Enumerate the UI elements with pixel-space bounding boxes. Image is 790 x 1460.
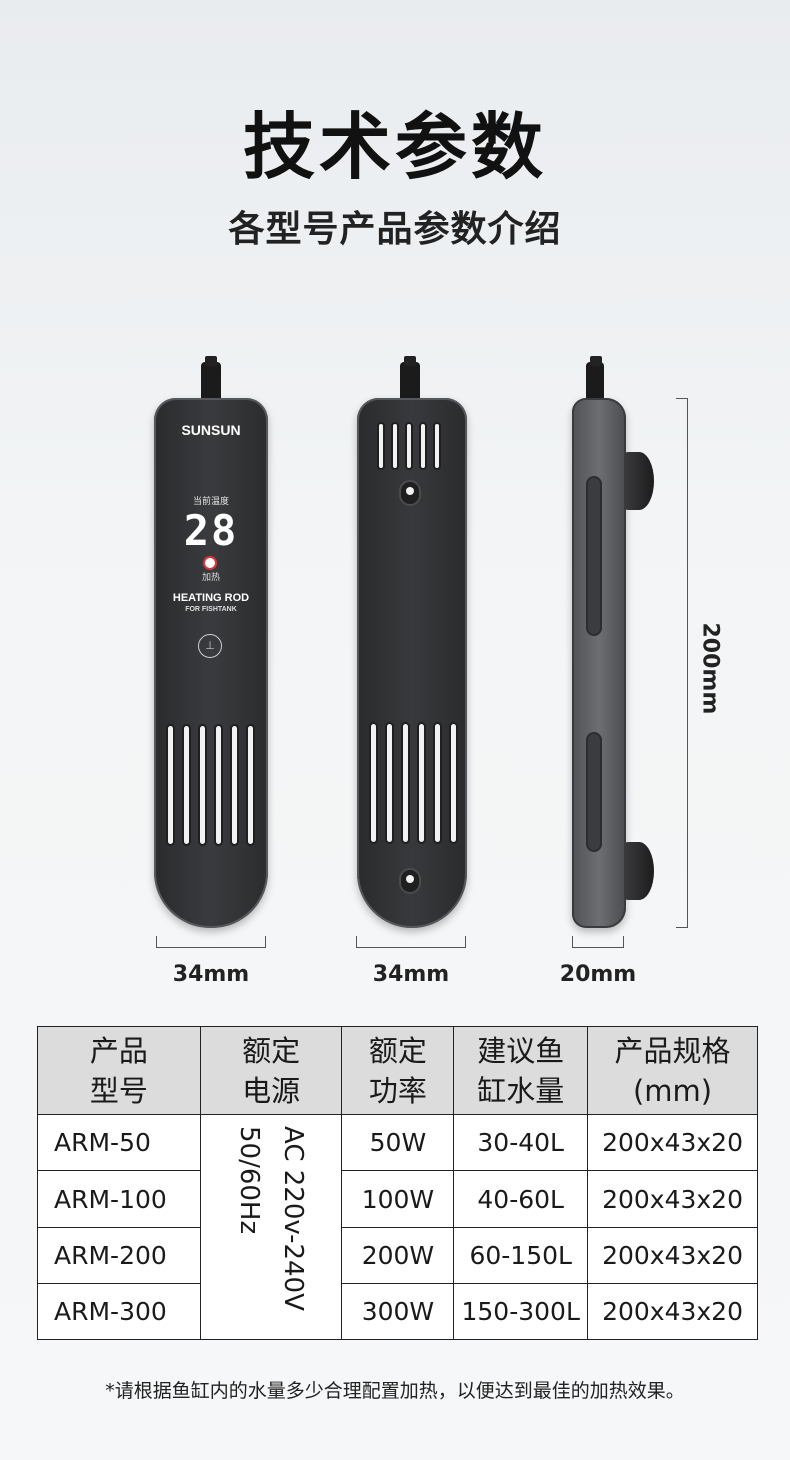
heater-front-view: SUNSUN 当前温度 28 加热 HEATING ROD FOR FISHTA…: [154, 398, 268, 928]
cell-size: 200x43x20: [587, 1170, 758, 1228]
vent-slot: [391, 422, 399, 470]
suction-cup-icon: [624, 452, 654, 510]
thermometer-icon: ⊥: [198, 634, 222, 658]
vent-slot: [433, 722, 442, 844]
temp-display: 28: [183, 506, 239, 555]
vent-slot: [417, 722, 426, 844]
side-window: [586, 732, 602, 852]
vent-top-back: [377, 422, 441, 470]
dim-back-width: 34mm: [372, 962, 450, 987]
cell-model: ARM-300: [37, 1282, 201, 1341]
vent-slot: [182, 724, 191, 846]
dim-height: 200mm: [697, 622, 723, 715]
page-subtitle: 各型号产品参数介绍: [228, 209, 562, 250]
spec-table: 产品型号 额定电源 额定功率 建议鱼缸水量 产品规格(mm) ARM-50 AC…: [37, 1025, 758, 1341]
heat-label: 加热: [201, 573, 220, 583]
vent-slots-front: [166, 724, 255, 846]
cell-volume: 30-40L: [453, 1114, 589, 1172]
mount-hole-icon: [399, 868, 421, 894]
vent-slot: [433, 422, 441, 470]
page-title: 技术参数: [242, 105, 547, 189]
dim-line-side: [572, 936, 624, 948]
cell-volume: 150-300L: [453, 1282, 589, 1341]
cell-model: ARM-100: [37, 1170, 201, 1228]
dim-line-front: [156, 936, 266, 948]
table-row: ARM-200 200W 60-150L 200x43x20: [37, 1226, 758, 1284]
table-row: ARM-100 100W 40-60L 200x43x20: [37, 1170, 758, 1228]
cell-model: ARM-50: [37, 1114, 201, 1172]
header-size: 产品规格(mm): [587, 1025, 758, 1116]
cell-size: 200x43x20: [587, 1226, 758, 1284]
cell-model: ARM-200: [37, 1226, 201, 1284]
cable-side: [586, 356, 604, 404]
cell-power: 300W: [341, 1282, 455, 1341]
dim-line-back: [356, 936, 466, 948]
vent-slot: [166, 724, 175, 846]
cell-size: 200x43x20: [587, 1282, 758, 1341]
vent-slot: [401, 722, 410, 844]
vent-slots-back: [369, 722, 458, 844]
temp-label: 当前温度: [192, 497, 229, 507]
table-row: ARM-300 300W 150-300L 200x43x20: [37, 1282, 758, 1341]
vent-slot: [449, 722, 458, 844]
cell-power: 100W: [341, 1170, 455, 1228]
footnote: *请根据鱼缸内的水量多少合理配置加热，以便达到最佳的加热效果。: [105, 1380, 685, 1402]
vent-slot: [377, 422, 385, 470]
vent-slot: [369, 722, 378, 844]
cell-volume: 60-150L: [453, 1226, 589, 1284]
header-tank-volume: 建议鱼缸水量: [453, 1025, 589, 1116]
cell-volume: 40-60L: [453, 1170, 589, 1228]
mount-hole-icon: [399, 480, 421, 506]
vent-slot: [230, 724, 239, 846]
side-window: [586, 476, 602, 636]
heater-side-view: [572, 398, 626, 928]
header-model: 产品型号: [37, 1025, 201, 1116]
vent-slot: [198, 724, 207, 846]
heater-back-view: [357, 398, 467, 928]
cell-size: 200x43x20: [587, 1114, 758, 1172]
cable-front: [201, 356, 221, 404]
cell-power: 200W: [341, 1226, 455, 1284]
suction-cup-icon: [624, 842, 654, 900]
vent-slot: [405, 422, 413, 470]
dim-front-width: 34mm: [172, 962, 250, 987]
header-rated-power: 额定功率: [341, 1025, 455, 1116]
cell-power: 50W: [341, 1114, 455, 1172]
vent-slot: [419, 422, 427, 470]
heat-led-icon: [205, 558, 215, 568]
table-header-row: 产品型号 额定电源 额定功率 建议鱼缸水量 产品规格(mm): [37, 1025, 758, 1116]
cable-back: [400, 356, 420, 404]
rod-sub-label: FOR FISHTANK: [185, 606, 237, 613]
vent-slot: [214, 724, 223, 846]
vent-slot: [385, 722, 394, 844]
brand-logo: SUNSUN: [181, 422, 241, 438]
header-power-supply: 额定电源: [199, 1025, 343, 1116]
dim-side-width: 20mm: [559, 962, 637, 987]
rod-label: HEATING ROD: [172, 592, 250, 604]
dim-line-height: [676, 398, 688, 928]
vent-slot: [246, 724, 255, 846]
